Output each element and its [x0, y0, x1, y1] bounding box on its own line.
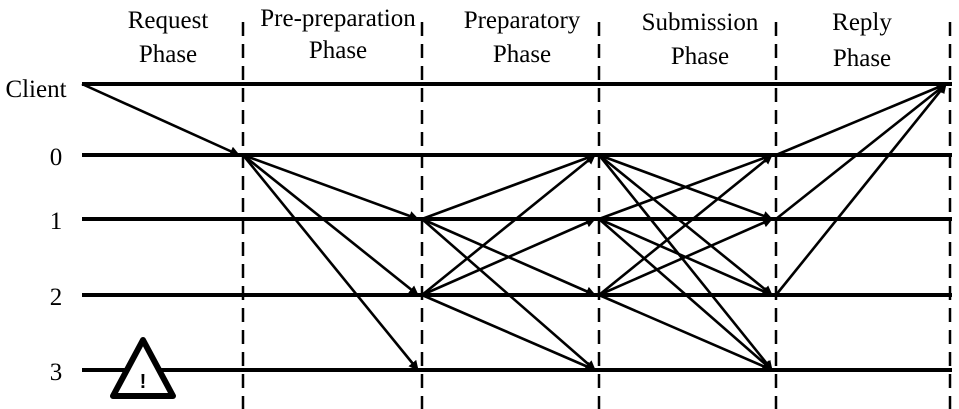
- warning-symbol: !: [140, 371, 147, 393]
- message-arrow-preparatory-2-to-0: [421, 153, 596, 297]
- message-arrow-submission-2-to-0: [598, 153, 773, 297]
- phase-dividers: [241, 22, 952, 409]
- message-arrow-submission-1-to-3: [598, 218, 773, 371]
- phase-label-preparatory-line2: Phase: [493, 41, 551, 68]
- lanes: [82, 82, 952, 372]
- message-arrow-reply-0-to-client: [775, 82, 947, 157]
- phase-label-pre-preparation-line2: Phase: [309, 37, 367, 64]
- message-arrow-pre-preparation-0-to-3: [241, 154, 420, 371]
- row-label-client: Client: [5, 76, 66, 103]
- message-arrows: [81, 82, 948, 372]
- warning-triangle-icon: [110, 337, 176, 399]
- row-label-replica-1: 1: [50, 208, 63, 235]
- phase-label-reply-line2: Phase: [833, 45, 891, 72]
- message-arrow-reply-2-to-client: [774, 83, 948, 296]
- message-arrow-submission-2-to-3: [598, 293, 773, 372]
- row-label-replica-3: 3: [50, 359, 63, 386]
- phase-label-request-line2: Phase: [139, 41, 197, 68]
- message-arrow-preparatory-1-to-0: [421, 153, 596, 221]
- phase-headings: Request Phase Pre-preparation Phase Prep…: [128, 5, 893, 72]
- phase-label-preparatory-line1: Preparatory: [464, 7, 581, 34]
- phase-label-pre-preparation-line1: Pre-preparation: [260, 5, 416, 32]
- faulty-replica-marker: !: [110, 337, 176, 399]
- message-arrow-reply-1-to-client: [775, 82, 947, 221]
- phase-label-reply-line1: Reply: [832, 9, 892, 36]
- message-arrow-preparatory-2-to-1: [421, 217, 596, 297]
- message-arrow-request-client-to-0: [81, 82, 240, 157]
- row-labels: Client 0 1 2 3: [5, 76, 66, 386]
- message-arrow-submission-0-to-3: [597, 154, 774, 371]
- message-arrow-submission-2-to-1: [598, 217, 773, 297]
- message-arrow-pre-preparation-0-to-2: [242, 153, 419, 297]
- row-label-replica-2: 2: [50, 284, 63, 311]
- message-arrow-preparatory-1-to-3: [421, 218, 596, 371]
- row-label-replica-0: 0: [50, 144, 63, 171]
- message-arrow-preparatory-2-to-3: [421, 293, 596, 372]
- phase-label-submission-line1: Submission: [642, 9, 759, 36]
- message-arrow-submission-1-to-0: [598, 153, 773, 221]
- phase-label-submission-line2: Phase: [671, 43, 729, 70]
- phase-label-request-line1: Request: [128, 7, 209, 34]
- message-arrow-pre-preparation-0-to-1: [242, 153, 419, 221]
